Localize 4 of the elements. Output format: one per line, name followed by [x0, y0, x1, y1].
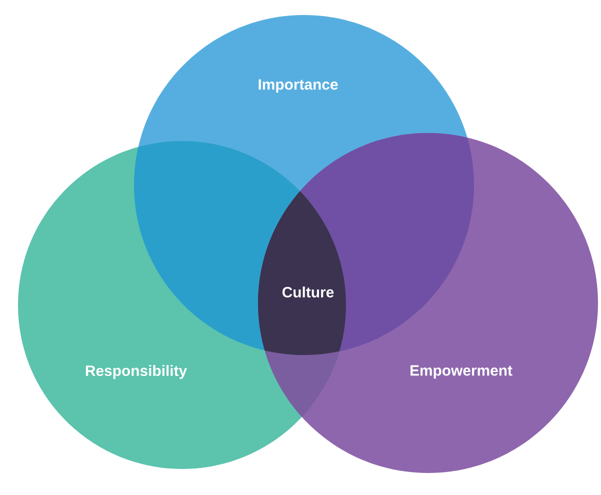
- circle-label: Responsibility: [86, 365, 187, 379]
- circle-label: Importance: [258, 79, 338, 93]
- circle-label: Empowerment: [410, 365, 512, 379]
- center-label: Culture: [282, 286, 334, 298]
